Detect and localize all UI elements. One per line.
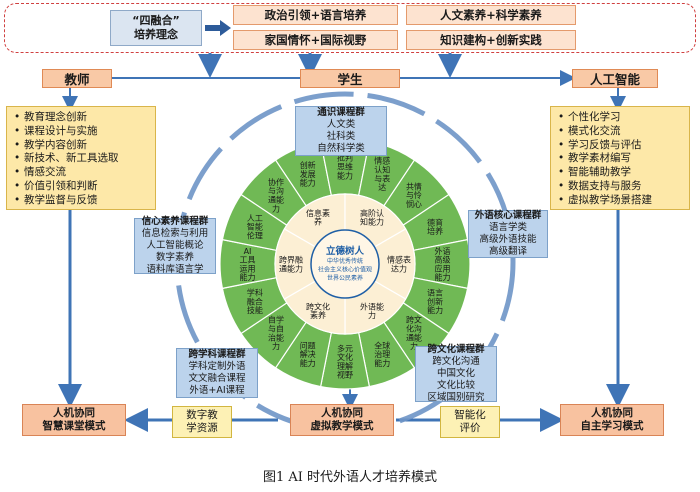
wheel-center <box>310 229 380 299</box>
course-cross-discipline: 跨学科课程群 学科定制外语 文文融合课程 外语+AI课程 <box>176 348 258 398</box>
course-general-line: 人文类 <box>326 119 356 130</box>
ai-item: 虚拟教学场景搭建 <box>558 194 685 208</box>
resource-digital: 数字教 学资源 <box>172 406 232 438</box>
course-info-line: 语料库语言学 <box>146 264 204 275</box>
course-cross-culture-title: 跨文化课程群 <box>427 344 485 355</box>
role-teacher: 教师 <box>42 69 112 88</box>
resource-evaluation-line: 智能化 <box>454 409 486 421</box>
ai-list: 个性化学习模式化交流学习反馈与评估教学素材编写智能辅助教学数据支持与服务虚拟教学… <box>550 106 690 210</box>
ai-item: 教学素材编写 <box>558 152 685 166</box>
outer-segment-label: 人工智能伦理 <box>247 214 263 241</box>
role-student: 学生 <box>300 69 400 88</box>
course-foreign-line: 高级外语技能 <box>479 234 537 245</box>
inner-segment-label: 情感表达力 <box>387 255 411 274</box>
mode-virtual-teaching: 人机协同 虚拟教学模式 <box>290 404 394 436</box>
course-cross-discipline-title: 跨学科课程群 <box>188 349 246 360</box>
mode-right-line: 人机协同 <box>591 407 633 419</box>
mode-left-line: 智慧课堂模式 <box>42 420 106 432</box>
mode-center-line: 人机协同 <box>321 407 363 419</box>
teacher-item: 教育理念创新 <box>14 111 151 125</box>
course-foreign-title: 外语核心课程群 <box>474 210 542 221</box>
teacher-item: 价值引领和判断 <box>14 180 151 194</box>
course-foreign: 外语核心课程群 语言学类 高级外语技能 高级翻译 <box>468 210 548 258</box>
course-cross-discipline-line: 外语+AI课程 <box>189 385 245 396</box>
outer-segment-label: 情感认知与表达 <box>374 156 390 192</box>
resource-digital-line: 数字教 <box>186 409 218 421</box>
figure-caption: 图1 AI 时代外语人才培养模式 <box>262 470 438 485</box>
course-cross-discipline-line: 文文融合课程 <box>188 373 246 384</box>
ai-item: 数据支持与服务 <box>558 180 685 194</box>
course-cross-culture-line: 文化比较 <box>436 380 475 391</box>
role-ai: 人工智能 <box>572 69 658 88</box>
course-info-line: 数字素养 <box>155 252 194 263</box>
concept-line2: 培养理念 <box>134 28 178 41</box>
inner-segment-label: 外语能力 <box>360 301 384 320</box>
center-line: 世界公民素养 <box>327 274 363 282</box>
mode-right-line: 自主学习模式 <box>580 420 644 432</box>
outer-segment-label: 协作与沟通能力 <box>268 177 284 213</box>
teacher-item: 情感交流 <box>14 166 151 180</box>
inner-segment-label: 跨界融通能力 <box>279 255 303 274</box>
course-cross-discipline-line: 学科定制外语 <box>188 361 246 372</box>
outer-segment-label: 创新发展能力 <box>300 160 316 188</box>
center-line: 社会主义核心价值观 <box>318 266 372 274</box>
course-cross-culture-line: 中国文化 <box>436 368 475 379</box>
integration-3: 家国情怀+国际视野 <box>233 30 398 50</box>
course-info-line: 信息检索与利用 <box>141 228 209 239</box>
inner-segment-label: 信息素养 <box>306 208 330 227</box>
integration-4: 知识建构+创新实践 <box>406 30 576 50</box>
resource-evaluation-line: 评价 <box>459 422 481 434</box>
course-info: 信心素养课程群 信息检索与利用 人工智能概论 数字素养 语料库语言学 <box>134 216 216 275</box>
concept-line1: “四融合” <box>132 14 180 27</box>
ai-item: 学习反馈与评估 <box>558 139 685 153</box>
outer-segment-label: 全球治理能力 <box>374 340 390 368</box>
outer-segment-label: 跨文化沟通能力 <box>406 315 422 351</box>
mode-left-line: 人机协同 <box>53 407 95 419</box>
right-arrow-icon <box>205 20 231 36</box>
mode-smart-classroom: 人机协同 智慧课堂模式 <box>22 404 126 436</box>
teacher-item: 教学内容创新 <box>14 139 151 153</box>
teacher-item: 课程设计与实施 <box>14 125 151 139</box>
course-foreign-line: 高级翻译 <box>488 246 527 257</box>
teacher-item: 教学监督与反馈 <box>14 194 151 208</box>
outer-segment-label: 德育培养 <box>427 217 443 236</box>
concept-box: “四融合” 培养理念 <box>110 10 202 46</box>
inner-segment-label: 跨文化素养 <box>306 301 330 320</box>
course-cross-culture: 跨文化课程群 跨文化沟通 中国文化 文化比较 区域国别研究 <box>415 344 497 403</box>
ai-item: 智能辅助教学 <box>558 166 685 180</box>
top-frame <box>4 3 696 53</box>
course-general-line: 自然科学类 <box>317 143 365 154</box>
course-foreign-line: 语言学类 <box>488 222 527 233</box>
outer-segment-label: 共情与怜悯心 <box>406 181 422 209</box>
competency-wheel: 创新发展能力 批判思维能力 情感认知与表达共情与怜悯心德育培养外语高级应用能力语言创… <box>219 138 471 390</box>
course-cross-culture-line: 跨文化沟通 <box>432 356 480 367</box>
course-info-title: 信心素养课程群 <box>141 216 209 227</box>
integration-1: 政治引领+语言培养 <box>233 5 398 25</box>
course-general-line: 社科类 <box>326 131 356 142</box>
course-cross-culture-line: 区域国别研究 <box>427 392 485 403</box>
outer-segment-label: 自学与自治能力 <box>268 315 284 351</box>
center-title: 立德树人 <box>326 245 365 257</box>
outer-segment-label: 学科融合技能 <box>247 288 263 316</box>
resource-digital-line: 学资源 <box>186 422 218 434</box>
teacher-item: 新技术、新工具选取 <box>14 152 151 166</box>
outer-segment-label: 语言创新能力 <box>427 288 443 316</box>
teacher-list: 教育理念创新课程设计与实施教学内容创新新技术、新工具选取情感交流价值引领和判断教… <box>6 106 156 210</box>
mode-self-learning: 人机协同 自主学习模式 <box>560 404 664 436</box>
inner-segment-label: 高阶认知能力 <box>360 208 384 227</box>
outer-segment-label: 多元文化理解视野 <box>337 343 353 379</box>
resource-evaluation: 智能化 评价 <box>440 406 500 438</box>
outer-segment-label: 外语高级应用能力 <box>435 246 451 282</box>
outer-segment-label: 问题解决能力 <box>300 341 316 368</box>
course-general: 通识课程群 人文类 社科类 自然科学类 <box>295 106 387 156</box>
integration-2: 人文素养+科学素养 <box>406 5 576 25</box>
course-general-title: 通识课程群 <box>317 107 365 118</box>
center-line: 中华优秀传统 <box>327 257 363 265</box>
ai-item: 模式化交流 <box>558 125 685 139</box>
mode-center-line: 虚拟教学模式 <box>310 420 374 432</box>
course-info-line: 人工智能概论 <box>146 240 204 251</box>
ai-item: 个性化学习 <box>558 111 685 125</box>
outer-segment-label: 批判思维能力 <box>337 153 353 181</box>
